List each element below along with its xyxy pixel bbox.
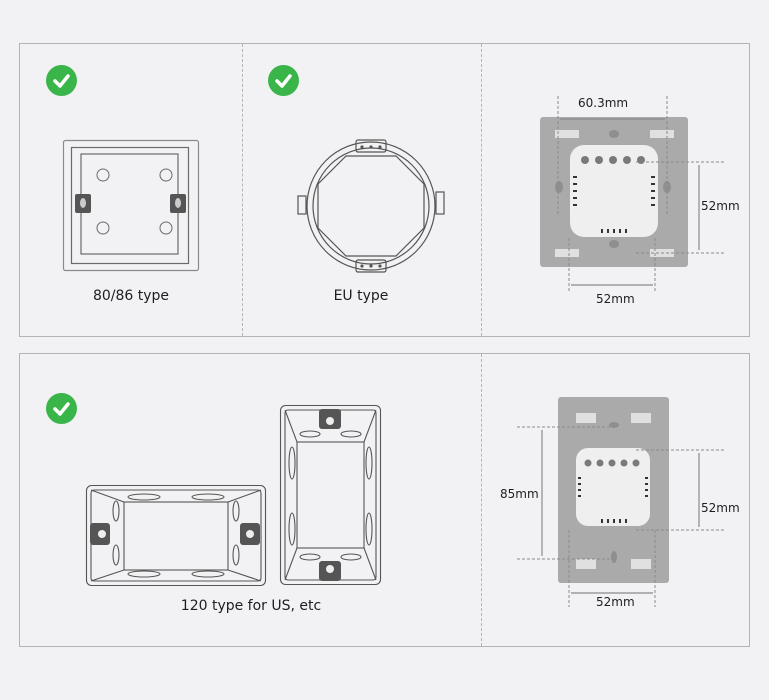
divider <box>481 354 482 646</box>
box-eu-label: EU type <box>333 288 389 304</box>
module-left-height-label: 85mm <box>500 487 539 501</box>
box-eu-cell: EU type <box>242 44 481 336</box>
box-120-vertical-illustration <box>279 404 382 586</box>
module-square-cell: 60.3mm 52mm 52mm <box>481 44 749 336</box>
divider <box>242 44 243 336</box>
box-eu-illustration <box>297 139 445 273</box>
module-bottom-width-label: 52mm <box>596 292 635 306</box>
top-compatibility-panel: 80/86 type EU type <box>19 43 750 337</box>
check-circle-icon <box>46 393 77 424</box>
module-right-height-label: 52mm <box>701 501 740 515</box>
check-circle-icon <box>46 65 77 96</box>
module-bottom-width-label: 52mm <box>596 595 635 609</box>
box-120-cell: 120 type for US, etc <box>20 354 481 646</box>
box-120-horizontal-illustration <box>85 484 267 587</box>
bottom-compatibility-panel: 120 type for US, etc <box>19 353 750 647</box>
box-80-86-illustration <box>62 139 200 272</box>
box-120-label: 120 type for US, etc <box>180 598 322 614</box>
module-top-width-label: 60.3mm <box>578 96 629 110</box>
check-circle-icon <box>268 65 299 96</box>
box-80-86-label: 80/86 type <box>92 288 170 304</box>
module-rect-illustration <box>517 397 726 607</box>
module-rect-cell: 85mm 52mm 52mm <box>481 354 749 646</box>
box-80-86-cell: 80/86 type <box>20 44 242 336</box>
divider <box>481 44 482 336</box>
module-height-label: 52mm <box>701 199 740 213</box>
module-square-illustration <box>540 96 726 292</box>
